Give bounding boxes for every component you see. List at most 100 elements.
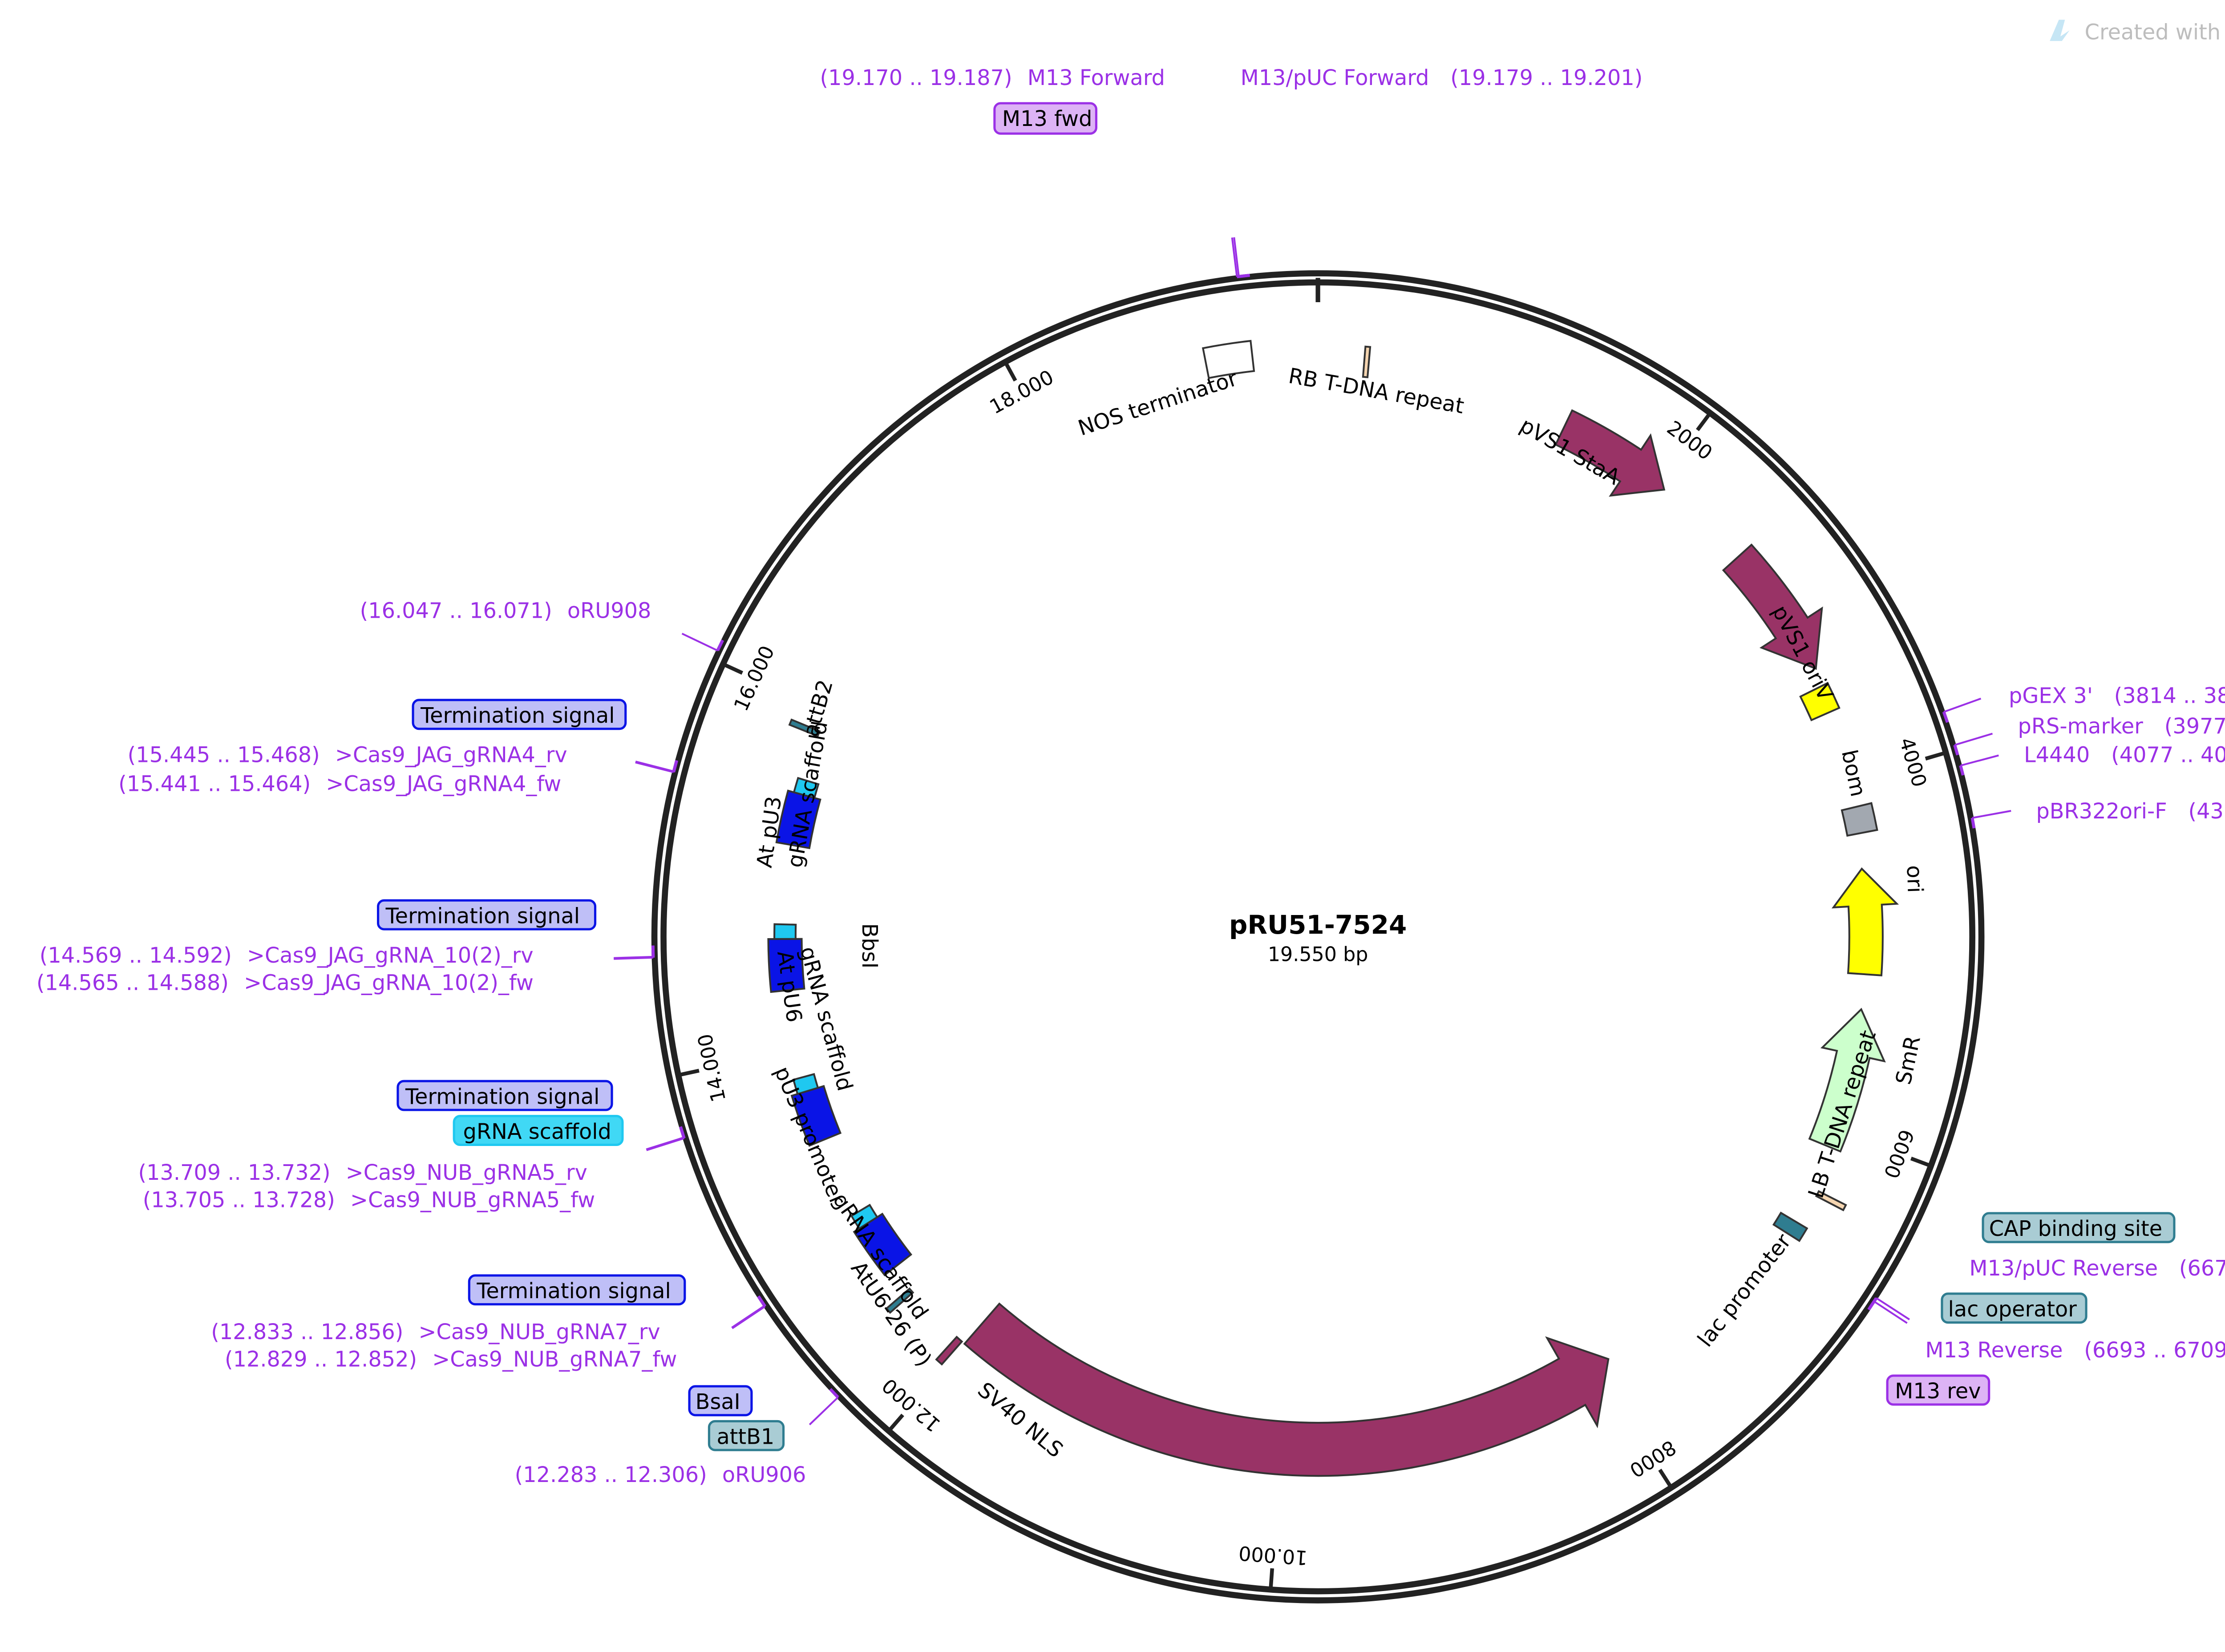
features-layer [767, 340, 1899, 1477]
feature-smr[interactable] [1808, 1008, 1886, 1153]
label-nos-terminator: NOS terminator [1075, 366, 1241, 441]
primer-jag-grna10-fw[interactable]: (14.565 .. 14.588)>Cas9_JAG_gRNA_10(2)_f… [36, 971, 534, 995]
primer-leader [1960, 754, 1999, 767]
primer-leader [681, 632, 718, 652]
primer-mark[interactable] [1238, 274, 1250, 278]
feature-grna-scaffold[interactable] [793, 777, 820, 799]
primer-pbr322ori-f[interactable]: pBR322ori-F(4328 .. 4347) [2036, 799, 2225, 824]
label-lac-promoter: lac promoter [1693, 1229, 1796, 1352]
primer-mark[interactable] [716, 640, 724, 652]
primer-leader [809, 1397, 839, 1425]
svg-text:Termination signal: Termination signal [420, 704, 615, 728]
label-bom: bom [1837, 748, 1870, 799]
box-lac-operator[interactable]: lac operator [1941, 1292, 2087, 1324]
svg-text:lac operator: lac operator [1948, 1297, 2077, 1322]
primer-mark[interactable] [1970, 818, 1976, 829]
label-at-pu3: At pU3 [752, 795, 787, 869]
box-termination-signal-3[interactable]: Termination signal [396, 1080, 613, 1111]
primer-pgex3[interactable]: pGEX 3'(3814 .. 3836) [2009, 684, 2225, 709]
feature-attb2[interactable] [788, 718, 821, 737]
primer-mark[interactable] [1867, 1300, 1876, 1311]
box-termination-signal-4[interactable]: Termination signal [468, 1274, 686, 1306]
primer-mark[interactable] [829, 1388, 839, 1399]
primer-jag-grna10-rv[interactable]: (14.569 .. 14.592)>Cas9_JAG_gRNA_10(2)_r… [40, 943, 534, 968]
primer-m13-forward[interactable]: (19.170 .. 19.187)M13 Forward [820, 66, 1165, 90]
box-termination-signal-1[interactable]: Termination signal [412, 699, 627, 730]
primer-leader [635, 761, 674, 773]
feature-attb1[interactable] [885, 1287, 914, 1314]
boxed-labels: M13 fwd Termination signal Termination s… [377, 102, 2176, 1451]
primer-mark[interactable] [757, 1296, 767, 1308]
svg-text:M13 rev: M13 rev [1895, 1379, 1981, 1404]
svg-text:Termination signal: Termination signal [385, 904, 580, 928]
label-smr: SmR [1891, 1034, 1926, 1087]
tick-mark [887, 1413, 904, 1433]
primer-nub-grna7-rv[interactable]: (12.833 .. 12.856)>Cas9_NUB_gRNA7_rv [211, 1320, 660, 1344]
feature-grna-scaffold[interactable] [792, 1073, 819, 1095]
primer-oru908[interactable]: (16.047 .. 16.071)oRU908 [360, 599, 651, 624]
feature-lb-t-dna-repeat[interactable] [1815, 1190, 1847, 1211]
plasmid-name: pRU51-7524 [1229, 910, 1407, 940]
ticks-layer: 200040006000800010.00012.00014.00016.000… [678, 361, 1946, 1590]
tick-label: 18.000 [986, 366, 1058, 419]
primer-m13puc-forward[interactable]: M13/pUC Forward(19.179 .. 19.201) [1241, 66, 1643, 90]
primer-m13-reverse[interactable]: M13 Reverse(6693 .. 6709) [1925, 1338, 2225, 1363]
primer-mark[interactable] [672, 761, 678, 773]
feature-grna-scaffold[interactable] [773, 923, 797, 940]
svg-text:attB1: attB1 [716, 1425, 774, 1450]
feature-pvs1-repa[interactable] [1722, 543, 1823, 670]
feature-grna-scaffold[interactable] [850, 1203, 879, 1230]
feature-bom[interactable] [1841, 802, 1878, 837]
primer-nub-grna5-fw[interactable]: (13.705 .. 13.728)>Cas9_NUB_gRNA5_fw [143, 1188, 595, 1212]
box-attb1[interactable]: attB1 [708, 1420, 785, 1451]
primer-leader [614, 956, 653, 960]
primer-mark[interactable] [1942, 711, 1949, 723]
box-cap-binding-site[interactable]: CAP binding site [1982, 1212, 2176, 1243]
label-cas9: Cas9 [1305, 1519, 1358, 1543]
svg-text:BsaI: BsaI [696, 1390, 740, 1414]
primer-m13puc-reverse[interactable]: M13/pUC Reverse(6674 .. 6696) [1969, 1256, 2225, 1281]
tick-mark [1925, 751, 1946, 761]
box-m13-fwd[interactable]: M13 fwd [993, 102, 1098, 135]
feature-nos-terminator[interactable] [1202, 340, 1255, 379]
primer-oru906[interactable]: (12.283 .. 12.306)oRU906 [515, 1463, 806, 1487]
primer-mark[interactable] [1953, 745, 1959, 756]
box-m13-rev[interactable]: M13 rev [1886, 1374, 1990, 1406]
primer-jag-grna4-rv[interactable]: (15.445 .. 15.468)>Cas9_JAG_gRNA4_rv [128, 743, 567, 768]
primer-leader [1876, 1297, 1910, 1320]
box-bsai[interactable]: BsaI [688, 1385, 753, 1417]
primer-prs-marker[interactable]: pRS-marker(3977 .. 3996) [2018, 714, 2225, 739]
tick-mark [1910, 1156, 1932, 1168]
primer-leader [732, 1305, 766, 1329]
primer-nub-grna5-rv[interactable]: (13.709 .. 13.732)>Cas9_NUB_gRNA5_rv [138, 1161, 587, 1185]
feature-pvs1-staa[interactable] [1554, 409, 1666, 497]
feature-pvs1-oriv[interactable] [1799, 682, 1841, 721]
feature-ori[interactable] [1831, 867, 1899, 976]
svg-text:Termination signal: Termination signal [476, 1279, 671, 1304]
primer-mark[interactable] [679, 1127, 686, 1139]
box-termination-signal-2[interactable]: Termination signal [377, 899, 597, 931]
leaders-layer [614, 237, 2011, 1425]
box-grna-scaffold[interactable]: gRNA scaffold [453, 1115, 624, 1146]
primer-leader [1943, 697, 1982, 713]
primer-nub-grna7-fw[interactable]: (12.829 .. 12.852)>Cas9_NUB_gRNA7_fw [225, 1348, 677, 1372]
feature-lac-promoter[interactable] [1772, 1211, 1808, 1242]
feature-sv40-nls[interactable] [935, 1336, 963, 1366]
tick-mark [1003, 361, 1017, 382]
feature-rb-t-dna-repeat[interactable] [1362, 345, 1371, 378]
label-ori: ori [1901, 865, 1927, 893]
tick-label: 8000 [1626, 1435, 1680, 1482]
primer-l4440[interactable]: L4440(4077 .. 4094) [2024, 743, 2225, 768]
label-rb-tdna-repeat: RB T-DNA repeat [1286, 364, 1466, 418]
tick-label: 2000 [1663, 417, 1716, 465]
snapgene-logo-icon [2050, 20, 2070, 41]
primer-leader [1231, 237, 1238, 277]
feature-cas9[interactable] [963, 1302, 1610, 1477]
primer-mark[interactable] [1959, 765, 1965, 776]
tick-mark [678, 1069, 700, 1077]
tick-mark [1269, 1568, 1274, 1590]
backbone-outer-strand [651, 270, 1985, 1603]
primer-leader [1954, 733, 1993, 746]
primer-jag-grna4-fw[interactable]: (15.441 .. 15.464)>Cas9_JAG_gRNA4_fw [118, 772, 561, 797]
